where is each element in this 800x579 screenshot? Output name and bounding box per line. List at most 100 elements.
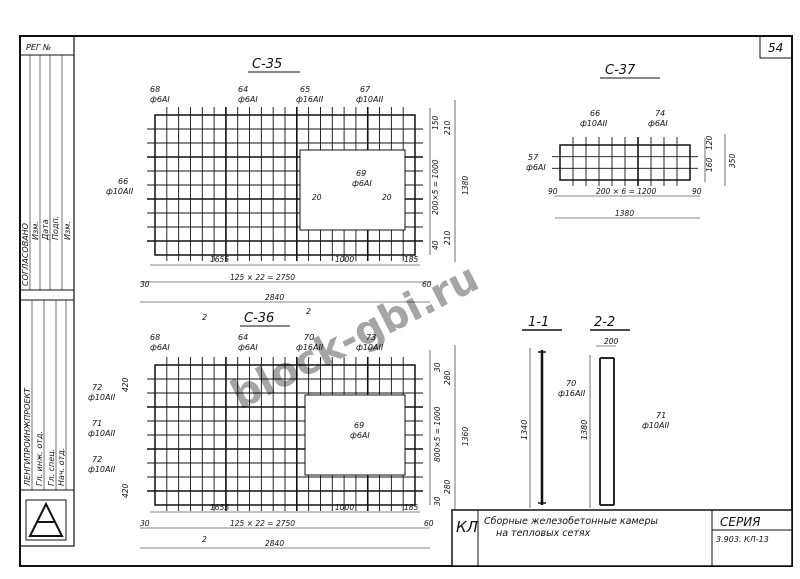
c37-rebar: ф6АI	[648, 119, 668, 128]
c35-dim: 60	[422, 280, 432, 289]
series-code: 3.903. КЛ-13	[716, 535, 769, 544]
org-logo	[25, 499, 67, 541]
c35-dim: 200×5 = 1000	[431, 159, 440, 215]
c35-dim: 185	[404, 255, 419, 264]
c35-mark: 65	[300, 85, 310, 94]
c36-mark: 64	[238, 333, 248, 342]
c35-mesh	[147, 107, 423, 261]
c37-mark: 66	[590, 109, 600, 118]
c35-rebar: ф6АI	[352, 179, 372, 188]
c37-dim: 120	[705, 135, 714, 150]
c36-rebar: ф10АII	[88, 393, 116, 402]
c35-rebar: ф10АII	[356, 95, 384, 104]
sec11-height: 1340	[520, 420, 529, 440]
c36-dim: 60	[424, 519, 434, 528]
c35-dim: 1380	[461, 176, 470, 195]
c36-opening	[304, 394, 406, 476]
c36-dim: 1655	[210, 503, 229, 512]
section-mark: 2	[306, 307, 311, 316]
c37-dim: 200 × 6 = 1200	[596, 187, 657, 196]
c35-dim: 2840	[265, 293, 284, 302]
stamp-col: Изм.	[63, 221, 72, 240]
c36-dim: 1360	[461, 427, 470, 446]
title-sec22: 2-2	[594, 315, 615, 330]
c35-mark: 68	[150, 85, 160, 94]
c37-mesh	[552, 137, 698, 186]
c36-rebar: ф16АII	[296, 343, 324, 352]
stamp-col: Изм.	[31, 221, 40, 240]
c37-dim: 90	[692, 187, 702, 196]
stamp-col: Подп.	[51, 216, 60, 240]
c36-dim: 2840	[265, 539, 284, 548]
c36-dim: 280	[443, 370, 452, 385]
strip-approved: СОГЛАСОВАНО	[21, 223, 30, 286]
series-label: СЕРИЯ	[720, 515, 761, 529]
c36-mark: 73	[366, 333, 376, 342]
c36-mark: 72	[92, 383, 102, 392]
c35-dim: 40	[431, 240, 440, 250]
title-code: КЛ	[456, 518, 478, 536]
c37-dim: 1380	[615, 209, 634, 218]
c37-rebar: ф10АII	[580, 119, 608, 128]
sec22-mark: 71	[656, 411, 666, 420]
c36-rebar: ф6АI	[350, 431, 370, 440]
sheet-number-box	[759, 35, 793, 59]
c35-mark: 66	[118, 177, 128, 186]
c36-dim: 30	[433, 362, 442, 372]
strip-org: ЛЕНГИПРОИНЖПРОЕКТ	[23, 387, 32, 487]
org-logo-mark	[28, 501, 64, 537]
c36-dim: 280	[443, 479, 452, 494]
strip-row: Нач. отд.	[57, 448, 66, 486]
c35-dim: 210	[443, 230, 452, 245]
c35-dim: 1000	[335, 255, 354, 264]
c36-dim: 30	[433, 496, 442, 506]
title-c37: С-37	[605, 63, 636, 78]
c35-mark: 67	[360, 85, 371, 94]
c37-mark: 74	[655, 109, 665, 118]
c35-dim: 150	[431, 115, 440, 130]
c36-dim: 420	[121, 483, 130, 498]
c35-dim: 210	[443, 120, 452, 135]
c36-rebar: ф6АI	[150, 343, 170, 352]
c36-mesh	[147, 357, 423, 511]
strip-row: Гл. инж. отд.	[35, 431, 44, 486]
c36-dim: 185	[404, 503, 419, 512]
c35-rebar: ф10АII	[106, 187, 134, 196]
sec11-mark: 70	[566, 379, 576, 388]
c36-dim: 2	[202, 535, 207, 544]
title-c36: С-36	[244, 311, 274, 326]
title-c35: С-35	[252, 57, 282, 72]
c37-outline	[559, 144, 691, 181]
sheet-number: 54	[768, 41, 783, 55]
c36-dim: 420	[121, 377, 130, 392]
c35-mark: 64	[238, 85, 248, 94]
sec11-rebar: ф16АII	[558, 389, 586, 398]
title-description: Сборные железобетонные камеры	[484, 516, 659, 527]
stamp-col: Дата	[41, 219, 50, 241]
c36-dim: 800×5 = 1000	[433, 406, 442, 462]
c35-rebar: ф16АII	[296, 95, 324, 104]
c37-dim: 350	[728, 153, 737, 168]
c36-mark: 69	[354, 421, 364, 430]
c36-dim: 125 × 22 = 2750	[230, 519, 295, 528]
title-description: на тепловых сетях	[496, 528, 591, 539]
sec22-height: 1380	[580, 420, 589, 440]
c36-rebar: ф10АII	[88, 429, 116, 438]
c35-dim: 20	[312, 193, 322, 202]
c36-mark: 70	[304, 333, 314, 342]
title-block	[451, 509, 793, 567]
sec22-rebar: ф10АII	[642, 421, 670, 430]
c36-outline	[154, 364, 416, 506]
c37-dim: 90	[548, 187, 558, 196]
title-sec11: 1-1	[528, 315, 549, 330]
c35-mark: 69	[356, 169, 366, 178]
c35-dim: 20	[382, 193, 392, 202]
c37-mark: 57	[528, 153, 539, 162]
c36-rebar: ф10АII	[356, 343, 384, 352]
c35-dim: 1655	[210, 255, 229, 264]
c36-rebar: ф10АII	[88, 465, 116, 474]
c36-mark: 71	[92, 419, 102, 428]
section-mark: 2	[202, 313, 207, 322]
